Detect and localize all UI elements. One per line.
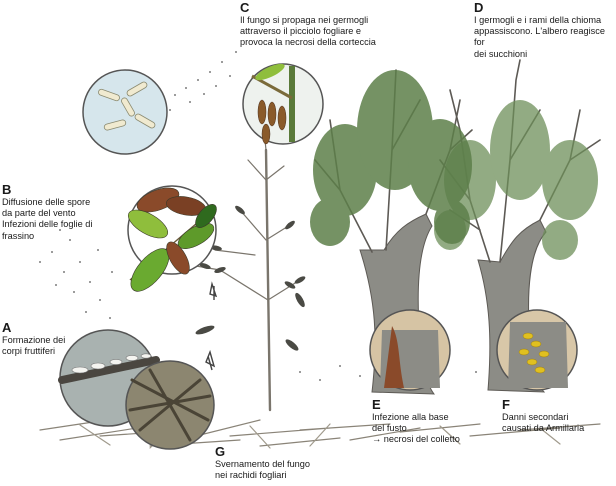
- sapling-leaflets: [186, 205, 306, 351]
- stage-d-caption: I germogli e i rami della chioma appassi…: [474, 15, 605, 59]
- stage-a-caption: Formazione dei corpi fruttiferi: [2, 335, 66, 357]
- stage-e-caption: Infezione alla base del fusto → necrosi …: [372, 412, 460, 445]
- stage-b-caption: Diffusione delle spore da parte del vent…: [2, 197, 93, 241]
- stage-e-letter: E: [372, 397, 381, 412]
- stage-f-letter: F: [502, 397, 510, 412]
- stage-g-label: G Svernamento del fungo nei rachidi fogl…: [215, 445, 345, 481]
- stage-e-label: E Infezione alla base del fusto → necros…: [372, 398, 482, 446]
- inset-collar-necrosis: [369, 309, 451, 391]
- stage-b-label: B Diffusione delle spore da parte del ve…: [2, 183, 130, 242]
- stage-d-letter: D: [474, 0, 484, 15]
- stage-c-caption: Il fungo si propaga nei germogli attrave…: [240, 15, 376, 48]
- inset-shoot-necrosis: [242, 63, 324, 145]
- inset-overwintering-rachises: [125, 360, 215, 450]
- inset-spores: [82, 69, 168, 155]
- stage-a-letter: A: [2, 320, 12, 335]
- sapling: [189, 109, 301, 412]
- stage-f-caption: Danni secondari causati da Armillaria: [502, 412, 585, 434]
- stage-c-letter: C: [240, 0, 250, 15]
- falling-arrows: [205, 281, 218, 371]
- stage-g-letter: G: [215, 444, 226, 459]
- stage-f-label: F Danni secondari causati da Armillaria: [502, 398, 612, 434]
- inset-armillaria: [496, 309, 578, 391]
- stage-g-caption: Svernamento del fungo nei rachidi foglia…: [215, 459, 311, 481]
- stage-a-label: A Formazione dei corpi fruttiferi: [2, 321, 82, 357]
- inset-infected-leaves: [127, 185, 217, 292]
- stage-d-label: D I germogli e i rami della chioma appas…: [474, 1, 616, 60]
- stage-b-letter: B: [2, 182, 12, 197]
- spore-dots: [39, 51, 501, 381]
- stage-c-label: C Il fungo si propaga nei germogli attra…: [240, 1, 400, 49]
